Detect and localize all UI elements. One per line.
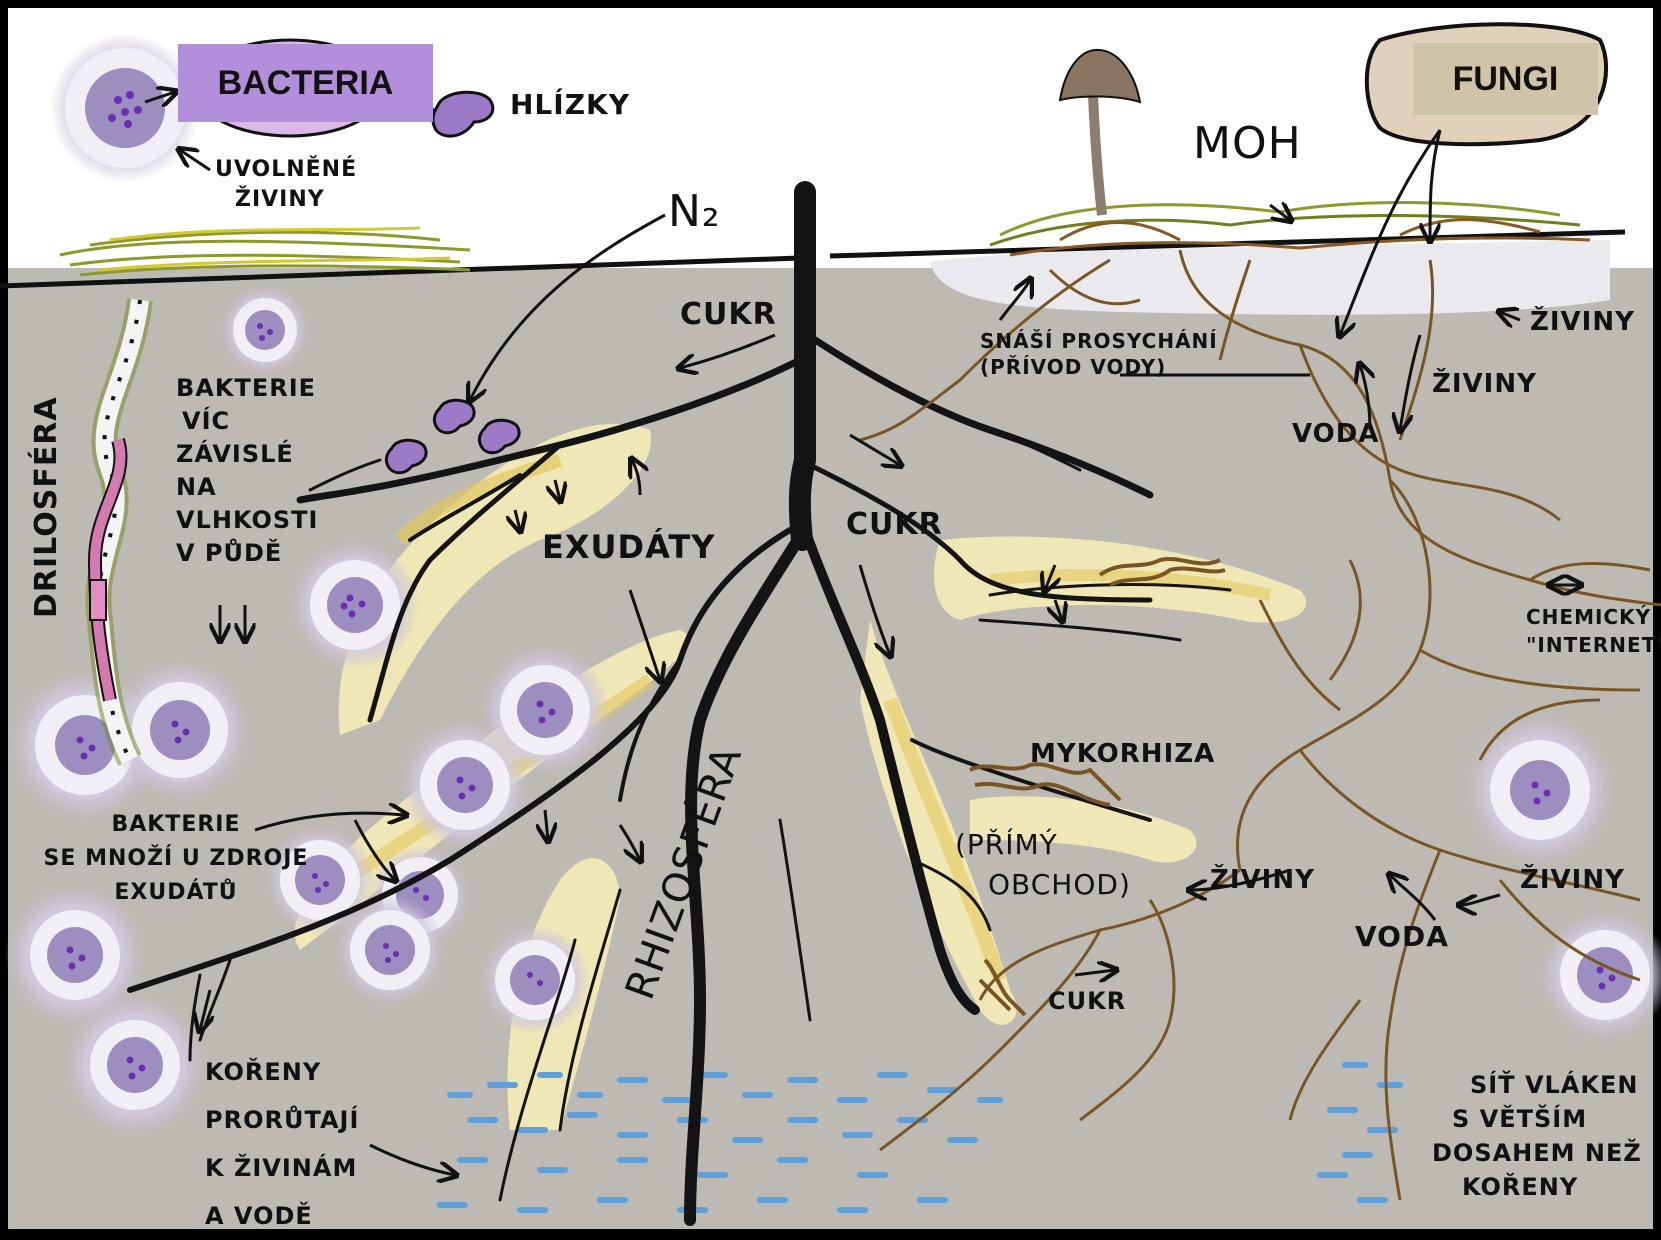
line: S VĚTŠÍM [1432,1102,1642,1136]
label-drilosfera: DRILOSFÉRA [30,396,63,618]
label-ziviny-2: ŽIVINY [1432,370,1537,399]
bacteria-tag: BACTERIA [178,44,433,122]
label-internet: "INTERNET" [1526,634,1661,656]
line: BAKTERIE [176,372,318,405]
label-cukr-3: CUKR [1048,988,1126,1014]
label-ziviny-top: ŽIVINY [235,188,325,212]
line: DOSAHEM NEŽ [1432,1136,1642,1170]
line: A VODĚ [205,1192,359,1240]
label-cukr-1: CUKR [680,298,777,331]
label-bakterie-vic: BAKTERIE VÍC ZÁVISLÉ NA VLHKOSTI V PŮDĚ [176,372,318,570]
label-mykorhiza: MYKORHIZA [1030,740,1215,769]
line: SÍŤ VLÁKEN [1432,1068,1642,1102]
line: PRORŮTAJÍ [205,1096,359,1144]
label-ziviny-1: ŽIVINY [1530,308,1635,337]
label-moh: MOH [1193,120,1302,168]
label-ziviny-3: ŽIVINY [1210,866,1315,895]
label-primy: (PŘÍMÝ [955,830,1058,861]
fungi-tag: FUNGI [1413,43,1598,115]
line: EXUDÁTŮ [26,876,326,910]
label-chemicky: CHEMICKÝ [1526,606,1651,628]
label-cukr-2: CUKR [846,508,943,541]
label-koreny: KOŘENY PRORŮTAJÍ K ŽIVINÁM A VODĚ [205,1048,359,1240]
line: K ŽIVINÁM [205,1144,359,1192]
line: BAKTERIE [26,808,326,842]
label-uvolnene: UVOLNĚNÉ [215,158,357,182]
line: V PŮDĚ [176,537,318,570]
line: KOŘENY [205,1048,359,1096]
line: ZÁVISLÉ [176,438,318,471]
label-voda-1: VODA [1292,420,1379,449]
label-obchod: OBCHOD) [988,870,1131,901]
label-snasi: SNÁŠÍ PROSYCHÁNÍ [980,330,1218,352]
label-privod: (PŘÍVOD VODY) [980,356,1166,378]
line: NA [176,471,318,504]
label-voda-2: VODA [1355,922,1449,953]
label-n2: N₂ [668,188,721,236]
label-exudaty: EXUDÁTY [542,530,715,565]
label-hlizky: HLÍZKY [510,90,630,121]
line: SE MNOŽÍ U ZDROJE [26,842,326,876]
line: VÍC [176,405,318,438]
line: KOŘENY [1432,1170,1642,1204]
label-ziviny-4: ŽIVINY [1520,866,1625,895]
label-sit: SÍŤ VLÁKEN S VĚTŠÍM DOSAHEM NEŽ KOŘENY [1432,1068,1642,1204]
label-bakterie-mnozi: BAKTERIE SE MNOŽÍ U ZDROJE EXUDÁTŮ [26,808,326,910]
line: VLHKOSTI [176,504,318,537]
